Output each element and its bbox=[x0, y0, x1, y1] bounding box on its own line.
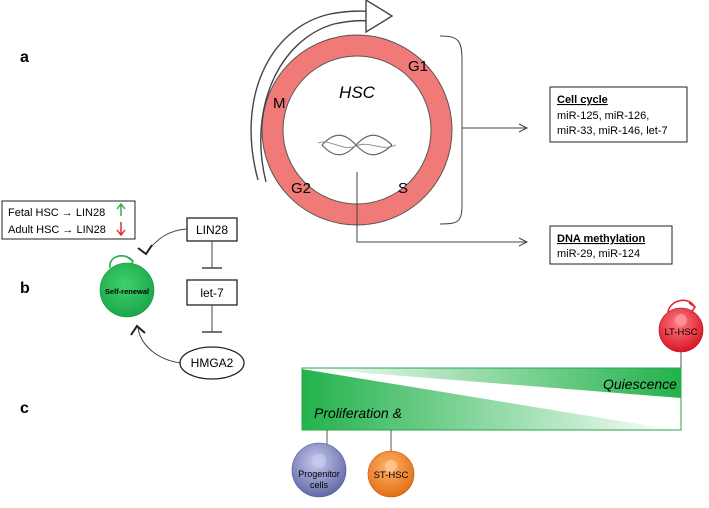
progenitor-label-line-2: cells bbox=[310, 480, 329, 490]
cell-cycle-ring bbox=[261, 34, 453, 226]
dna-methylation-line-1: miR-29, miR-124 bbox=[557, 248, 640, 260]
st-hsc-nucleus bbox=[385, 460, 397, 472]
lt-hsc-cell bbox=[658, 307, 704, 353]
cell-cycle-line-2: miR-33, miR-146, let-7 bbox=[557, 125, 668, 137]
cell-cycle-box: Cell cycle miR-125, miR-126, miR-33, miR… bbox=[549, 86, 688, 143]
lin28-regulation-box: Fetal HSC → LIN28 Adult HSC → LIN28 bbox=[1, 200, 136, 240]
self-renewal-cycle-icon bbox=[109, 255, 135, 269]
self-renewal-node bbox=[99, 262, 155, 318]
st-hsc-label: ST-HSC bbox=[374, 470, 409, 481]
lin28-label: LIN28 bbox=[196, 223, 228, 237]
up-arrow-icon bbox=[116, 202, 126, 216]
quiescence-label: Quiescence bbox=[603, 376, 677, 392]
down-arrow-icon bbox=[116, 222, 126, 237]
cycle-progression-arrow-icon bbox=[250, 0, 394, 183]
panel-letter-b: b bbox=[20, 280, 30, 297]
cell-cycle-connector bbox=[439, 35, 529, 225]
dna-methylation-box: DNA methylation miR-29, miR-124 bbox=[549, 225, 673, 265]
cell-cycle-title: Cell cycle bbox=[557, 94, 608, 106]
proliferation-label: Proliferation & bbox=[314, 405, 402, 421]
self-renewal-label: Self-renewal bbox=[105, 287, 149, 296]
panel-letter-c: c bbox=[20, 400, 29, 417]
quiescence-proliferation-bar bbox=[301, 367, 682, 431]
adult-lin28-text: Adult HSC → LIN28 bbox=[8, 224, 106, 236]
phase-label-g1: G1 bbox=[408, 58, 428, 75]
dna-methylation-connector bbox=[356, 172, 529, 247]
progenitor-label-line-1: Progenitor bbox=[298, 469, 340, 479]
panel-letter-a: a bbox=[20, 49, 29, 66]
lt-hsc-label: LT-HSC bbox=[664, 327, 697, 338]
lin28-inhibits-let7 bbox=[202, 241, 222, 269]
phase-label-s: S bbox=[398, 180, 408, 197]
hmga2-label: HMGA2 bbox=[191, 356, 234, 370]
dna-helix-icon bbox=[317, 134, 397, 156]
dna-methylation-title: DNA methylation bbox=[557, 233, 645, 245]
lt-hsc-self-renewal-icon bbox=[667, 299, 697, 314]
lt-hsc-nucleus bbox=[675, 314, 687, 326]
hmga2-promotes-self-renewal bbox=[130, 324, 182, 364]
cell-cycle-line-1: miR-125, miR-126, bbox=[557, 110, 649, 122]
hsc-center-label: HSC bbox=[339, 83, 376, 102]
fetal-lin28-text: Fetal HSC → LIN28 bbox=[8, 207, 105, 219]
phase-label-m: M bbox=[273, 95, 286, 112]
let7-box bbox=[186, 279, 238, 306]
lin28-promotes-self-renewal bbox=[137, 228, 188, 256]
let7-label: let-7 bbox=[200, 286, 224, 300]
progenitor-nucleus bbox=[312, 454, 326, 468]
progenitor-cell bbox=[291, 442, 347, 498]
st-hsc-cell bbox=[367, 450, 415, 498]
phase-label-g2: G2 bbox=[291, 180, 311, 197]
let7-inhibits-hmga2 bbox=[202, 305, 222, 333]
